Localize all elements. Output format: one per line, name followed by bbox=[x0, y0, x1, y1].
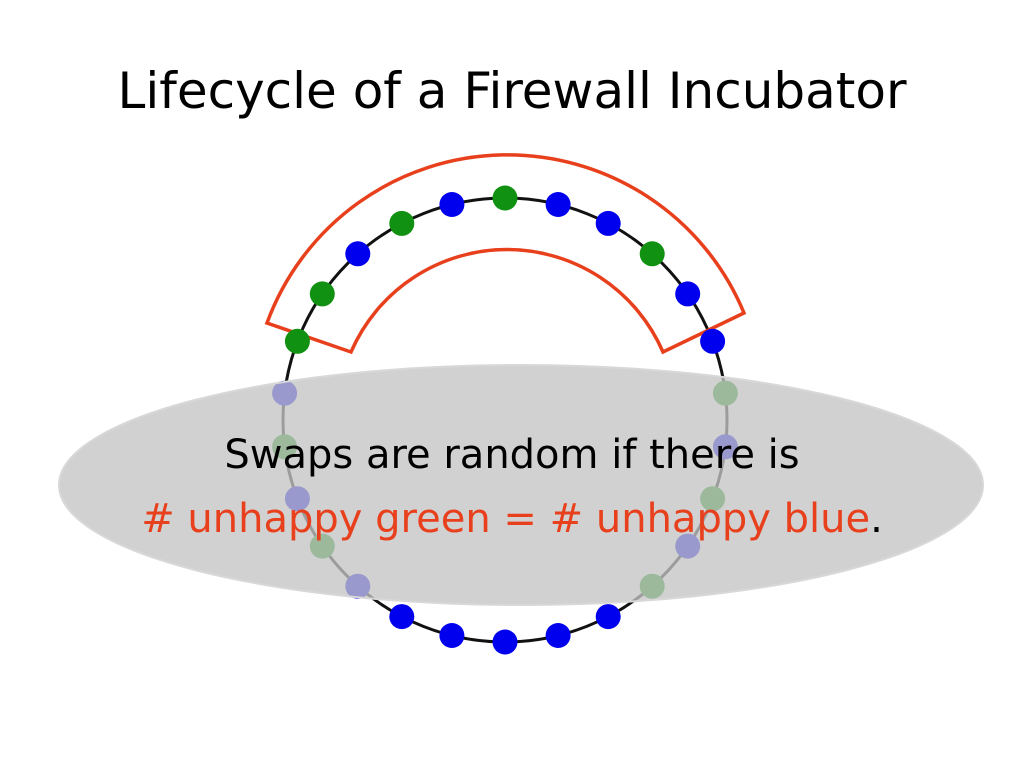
blue-node bbox=[345, 241, 371, 267]
green-node bbox=[309, 281, 335, 307]
green-node bbox=[639, 241, 665, 267]
blue-node bbox=[700, 328, 726, 354]
blue-node bbox=[492, 629, 518, 655]
blue-node bbox=[439, 623, 465, 648]
green-node bbox=[284, 328, 310, 354]
caption-overlay-ellipse bbox=[58, 364, 984, 606]
slide-title: Lifecycle of a Firewall Incubator bbox=[117, 62, 907, 120]
caption-tail: . bbox=[870, 496, 883, 542]
caption-highlight: # unhappy green = # unhappy blue bbox=[141, 496, 871, 542]
blue-node bbox=[545, 192, 571, 217]
green-node bbox=[389, 210, 415, 236]
firewall-arc-band bbox=[264, 153, 747, 355]
blue-node bbox=[439, 192, 465, 217]
blue-node bbox=[675, 281, 701, 307]
blue-node bbox=[389, 604, 415, 630]
blue-node bbox=[595, 604, 621, 630]
caption-line-2: # unhappy green = # unhappy blue. bbox=[0, 496, 1024, 542]
caption-line-1: Swaps are random if there is bbox=[224, 432, 800, 478]
green-node bbox=[492, 185, 518, 211]
blue-node bbox=[595, 210, 621, 236]
blue-node bbox=[545, 623, 571, 648]
